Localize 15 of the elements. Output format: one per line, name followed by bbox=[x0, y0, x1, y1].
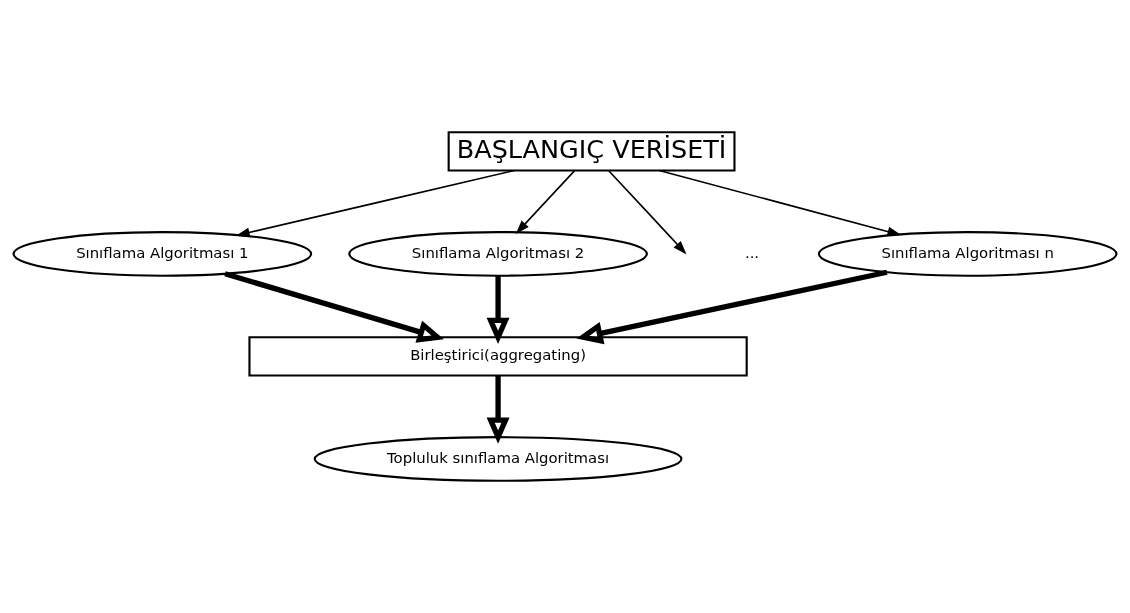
arrow bbox=[576, 269, 888, 345]
node-box: BAŞLANGIÇ VERİSETİ bbox=[447, 131, 736, 172]
node-ellipse: Sınıflama Algoritması 2 bbox=[348, 231, 648, 277]
label: ... bbox=[744, 243, 760, 262]
arrow bbox=[658, 169, 902, 237]
arrow bbox=[486, 275, 510, 344]
node-ellipse: Sınıflama Algoritması n bbox=[817, 231, 1118, 277]
arrow bbox=[235, 169, 516, 238]
node-ellipse: Sınıflama Algoritması 1 bbox=[12, 231, 313, 277]
arrow bbox=[607, 169, 687, 255]
arrow bbox=[486, 375, 510, 444]
arrow bbox=[515, 170, 576, 234]
arrow bbox=[224, 271, 444, 343]
node-ellipse: Topluluk sınıflama Algoritması bbox=[313, 436, 683, 482]
node-box: Birleştirici(aggregating) bbox=[248, 336, 748, 377]
